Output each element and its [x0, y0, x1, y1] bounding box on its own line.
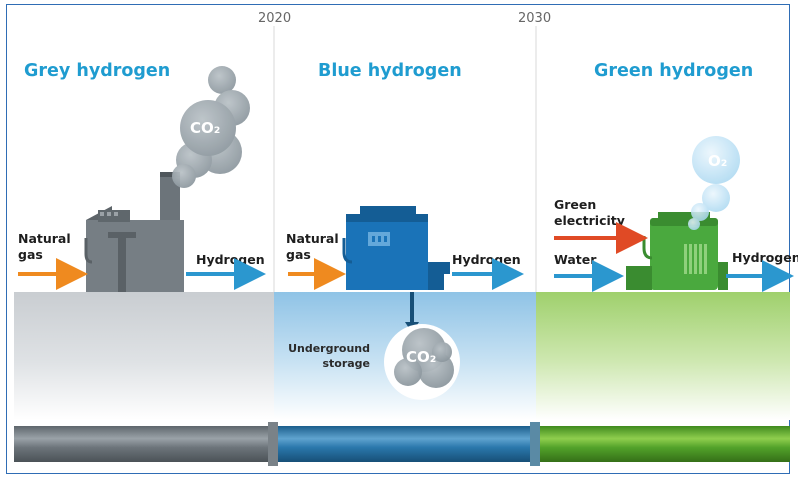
- grey-output-label: Hydrogen: [196, 252, 265, 267]
- green-factory-icon: [626, 212, 728, 290]
- green-input-label-line2: electricity: [554, 213, 625, 228]
- storage-label-line1: Underground: [288, 342, 370, 355]
- green-o2-bubbles-icon: [688, 136, 740, 230]
- grey-co2-cloud-icon: [172, 66, 250, 188]
- blue-factory-icon: [342, 206, 450, 290]
- green-pipeline: [536, 426, 790, 462]
- grey-co2-label: CO₂: [190, 119, 220, 137]
- grey-pipeline: [14, 426, 274, 462]
- year-2030-label: 2030: [518, 11, 551, 26]
- blue-input-label-line2: gas: [286, 247, 311, 262]
- diagram-frame: [6, 4, 790, 474]
- green-output-label: Hydrogen: [732, 250, 798, 265]
- blue-output-label: Hydrogen: [452, 252, 521, 267]
- pipe-joint-2: [530, 422, 540, 466]
- blue-storage-bubble-icon: [384, 324, 460, 400]
- blue-input-label-line1: Natural: [286, 231, 339, 246]
- blue-co2-label: CO₂: [406, 348, 436, 366]
- green-input-label-line1: Green: [554, 197, 596, 212]
- grey-band: [14, 292, 274, 420]
- year-2020-label: 2020: [258, 11, 291, 26]
- grey-hydrogen-title: Grey hydrogen: [24, 61, 170, 81]
- grey-factory-icon: [84, 172, 184, 292]
- green-hydrogen-title: Green hydrogen: [594, 61, 753, 81]
- pipe-joint-1: [268, 422, 278, 466]
- green-band: [536, 292, 790, 420]
- blue-pipeline: [274, 426, 536, 462]
- green-water-label: Water: [554, 252, 597, 267]
- storage-label-line2: storage: [322, 357, 370, 370]
- blue-hydrogen-title: Blue hydrogen: [318, 61, 462, 81]
- green-o2-label: O₂: [708, 152, 727, 170]
- grey-input-label-line1: Natural: [18, 231, 71, 246]
- grey-input-label-line2: gas: [18, 247, 43, 262]
